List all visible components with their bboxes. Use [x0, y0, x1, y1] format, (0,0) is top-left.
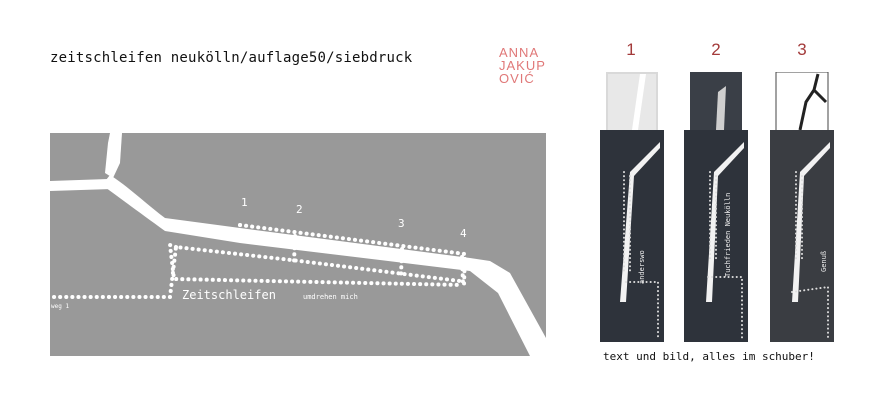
map-main-label: Zeitschleifen — [182, 288, 276, 302]
product-number-1: 1 — [626, 40, 636, 59]
package-3-text: Genuß — [820, 250, 828, 272]
dotted-route — [52, 223, 468, 299]
logo-line-1: ANNA — [499, 45, 540, 60]
product-package-3: Genuß — [770, 72, 834, 342]
map-number-1: 1 — [241, 196, 248, 209]
map-number-3: 3 — [398, 217, 405, 230]
road-west — [50, 179, 112, 191]
road-main — [102, 175, 546, 356]
package-1-text: anderswo — [638, 250, 646, 284]
logo: ANNA JAKUP OVIĆ — [499, 45, 546, 86]
product-number-2: 2 — [711, 40, 721, 59]
route-map: 1 2 3 4 Zeitschleifen umdrehen mich weg … — [50, 133, 546, 356]
product-number-3: 3 — [797, 40, 807, 59]
logo-line-2: JAKUP — [499, 58, 546, 73]
road-north — [105, 133, 122, 178]
map-number-2: 2 — [296, 203, 303, 216]
package-2-text: Tuchfrieden Neukölln — [724, 192, 732, 277]
product-package-1: anderswo — [600, 72, 664, 342]
caption: text und bild, alles im schuber! — [603, 350, 815, 363]
map-graphic — [50, 133, 546, 356]
logo-line-3: OVIĆ — [499, 71, 535, 86]
map-number-4: 4 — [460, 227, 467, 240]
map-weg-label: weg 1 — [51, 303, 70, 310]
page-title: zeitschleifen neukölln/auflage50/siebdru… — [50, 50, 413, 66]
map-sub-label: umdrehen mich — [303, 293, 358, 301]
product-package-2: Tuchfrieden Neukölln — [684, 72, 748, 342]
